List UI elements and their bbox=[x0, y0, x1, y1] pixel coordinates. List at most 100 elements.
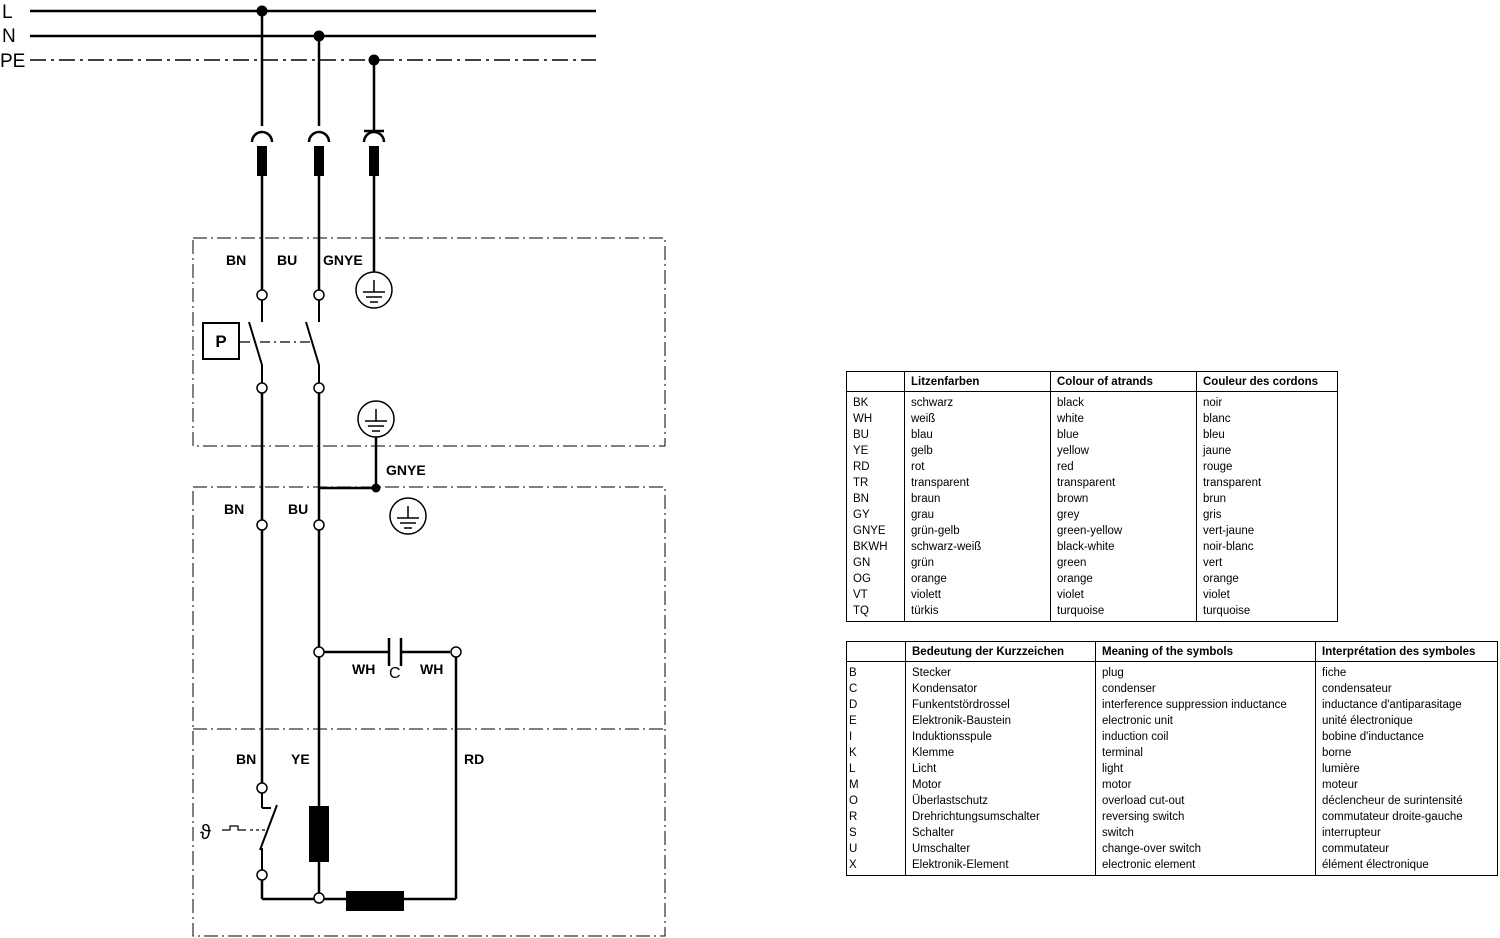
colour-row-code: GN bbox=[853, 557, 871, 569]
colour-row-code: GY bbox=[853, 509, 870, 521]
colour-row-en: black bbox=[1050, 391, 1197, 411]
colour-row-code: BKWH bbox=[853, 541, 888, 553]
symbol-row-de: Funkentstördrossel bbox=[905, 697, 1096, 713]
symbol-row-de: Induktionsspule bbox=[905, 729, 1096, 745]
colour-row-en: white bbox=[1050, 411, 1197, 427]
symbol-row-en: electronic unit bbox=[1095, 713, 1316, 729]
colour-row-fr: blanc bbox=[1196, 411, 1338, 427]
colour-row-de: schwarz bbox=[904, 391, 1051, 411]
colour-row-en: turquoise bbox=[1050, 603, 1197, 622]
colour-row-de: orange bbox=[904, 571, 1051, 587]
symbol-row-code: S bbox=[849, 827, 857, 839]
colour-row-code: TR bbox=[853, 477, 869, 489]
motor-box-label-bu: BU bbox=[288, 501, 308, 517]
symbol-row-en: terminal bbox=[1095, 745, 1316, 761]
plug-pin-bu bbox=[314, 146, 324, 176]
colour-row-code: BN bbox=[853, 493, 869, 505]
colour-row-de: schwarz-weiß bbox=[904, 539, 1051, 555]
symbol-table-header: Bedeutung der Kurzzeichen Meaning of the… bbox=[846, 641, 1498, 662]
colour-row-fr: violet bbox=[1196, 587, 1338, 603]
symbol-row-fr: moteur bbox=[1315, 777, 1498, 793]
colour-row-de: rot bbox=[904, 459, 1051, 475]
colour-row-en: orange bbox=[1050, 571, 1197, 587]
winding-wires bbox=[260, 862, 456, 901]
symbol-row-code: U bbox=[849, 843, 858, 855]
symbol-row-fr: lumière bbox=[1315, 761, 1498, 777]
symbol-row-code: B bbox=[849, 667, 857, 679]
colour-row-de: grün-gelb bbox=[904, 523, 1051, 539]
colour-row-fr: noir bbox=[1196, 391, 1338, 411]
earth-symbol-plug bbox=[355, 271, 393, 309]
symbol-row-en: motor bbox=[1095, 777, 1316, 793]
winding-terminal bbox=[313, 892, 325, 904]
symbol-row-fr: élément électronique bbox=[1315, 857, 1498, 876]
colour-row-de: türkis bbox=[904, 603, 1051, 622]
colour-row-en: blue bbox=[1050, 427, 1197, 443]
colour-row-en: yellow bbox=[1050, 443, 1197, 459]
symbol-row-fr: commutateur bbox=[1315, 841, 1498, 857]
symbol-row-fr: unité électronique bbox=[1315, 713, 1498, 729]
symbol-row-fr: fiche bbox=[1315, 661, 1498, 681]
symbol-table: Bedeutung der Kurzzeichen Meaning of the… bbox=[846, 641, 1498, 876]
bus-label-n: N bbox=[2, 26, 16, 47]
colour-row-de: weiß bbox=[904, 411, 1051, 427]
colour-row-fr: turquoise bbox=[1196, 603, 1338, 622]
symbol-table-header-code bbox=[846, 641, 906, 662]
symbol-row-en: switch bbox=[1095, 825, 1316, 841]
colour-row-de: gelb bbox=[904, 443, 1051, 459]
symbol-row-code: E bbox=[849, 715, 857, 727]
symbol-row-en: electronic element bbox=[1095, 857, 1316, 876]
supply-drops bbox=[260, 11, 376, 128]
motor-wires bbox=[260, 530, 458, 899]
enclosures bbox=[192, 237, 666, 937]
symbol-row-fr: interrupteur bbox=[1315, 825, 1498, 841]
link-wires bbox=[260, 393, 378, 520]
plug-connectors bbox=[250, 128, 386, 290]
capacitor-label-wh-right: WH bbox=[420, 661, 443, 677]
symbol-row-de: Stecker bbox=[905, 661, 1096, 681]
symbol-row-fr: inductance d'antiparasitage bbox=[1315, 697, 1498, 713]
motor-box-label-bn: BN bbox=[224, 501, 244, 517]
colour-row-en: black-white bbox=[1050, 539, 1197, 555]
symbol-row-de: Drehrichtungsumschalter bbox=[905, 809, 1096, 825]
switch-p-box bbox=[202, 322, 240, 360]
colour-row-en: red bbox=[1050, 459, 1197, 475]
colour-row-fr: jaune bbox=[1196, 443, 1338, 459]
link-label-gnye: GNYE bbox=[386, 462, 426, 478]
winding-coil-main bbox=[309, 806, 329, 862]
colour-row-fr: noir-blanc bbox=[1196, 539, 1338, 555]
plug-terminals bbox=[256, 289, 325, 394]
symbol-row-fr: borne bbox=[1315, 745, 1498, 761]
colour-row-code: OG bbox=[853, 573, 871, 585]
symbol-row-code: C bbox=[849, 683, 858, 695]
colour-row-code: BK bbox=[853, 397, 869, 409]
motor-terminals bbox=[256, 519, 325, 531]
symbol-row-de: Überlastschutz bbox=[905, 793, 1096, 809]
earth-symbol-housing bbox=[357, 400, 395, 438]
symbol-row-code: R bbox=[849, 811, 858, 823]
symbol-row-en: light bbox=[1095, 761, 1316, 777]
symbol-row-de: Elektronik-Element bbox=[905, 857, 1096, 876]
colour-row-fr: transparent bbox=[1196, 475, 1338, 491]
bus-label-pe: PE bbox=[0, 51, 25, 72]
colour-row-de: transparent bbox=[904, 475, 1051, 491]
symbol-row-code: M bbox=[849, 779, 859, 791]
symbol-table-header-de: Bedeutung der Kurzzeichen bbox=[905, 641, 1096, 662]
colour-row-fr: gris bbox=[1196, 507, 1338, 523]
colour-row-en: transparent bbox=[1050, 475, 1197, 491]
bus-label-l: L bbox=[2, 2, 13, 23]
colour-table: Litzenfarben Colour of atrands Couleur d… bbox=[846, 371, 1338, 622]
switch-p-label: P bbox=[215, 332, 226, 351]
